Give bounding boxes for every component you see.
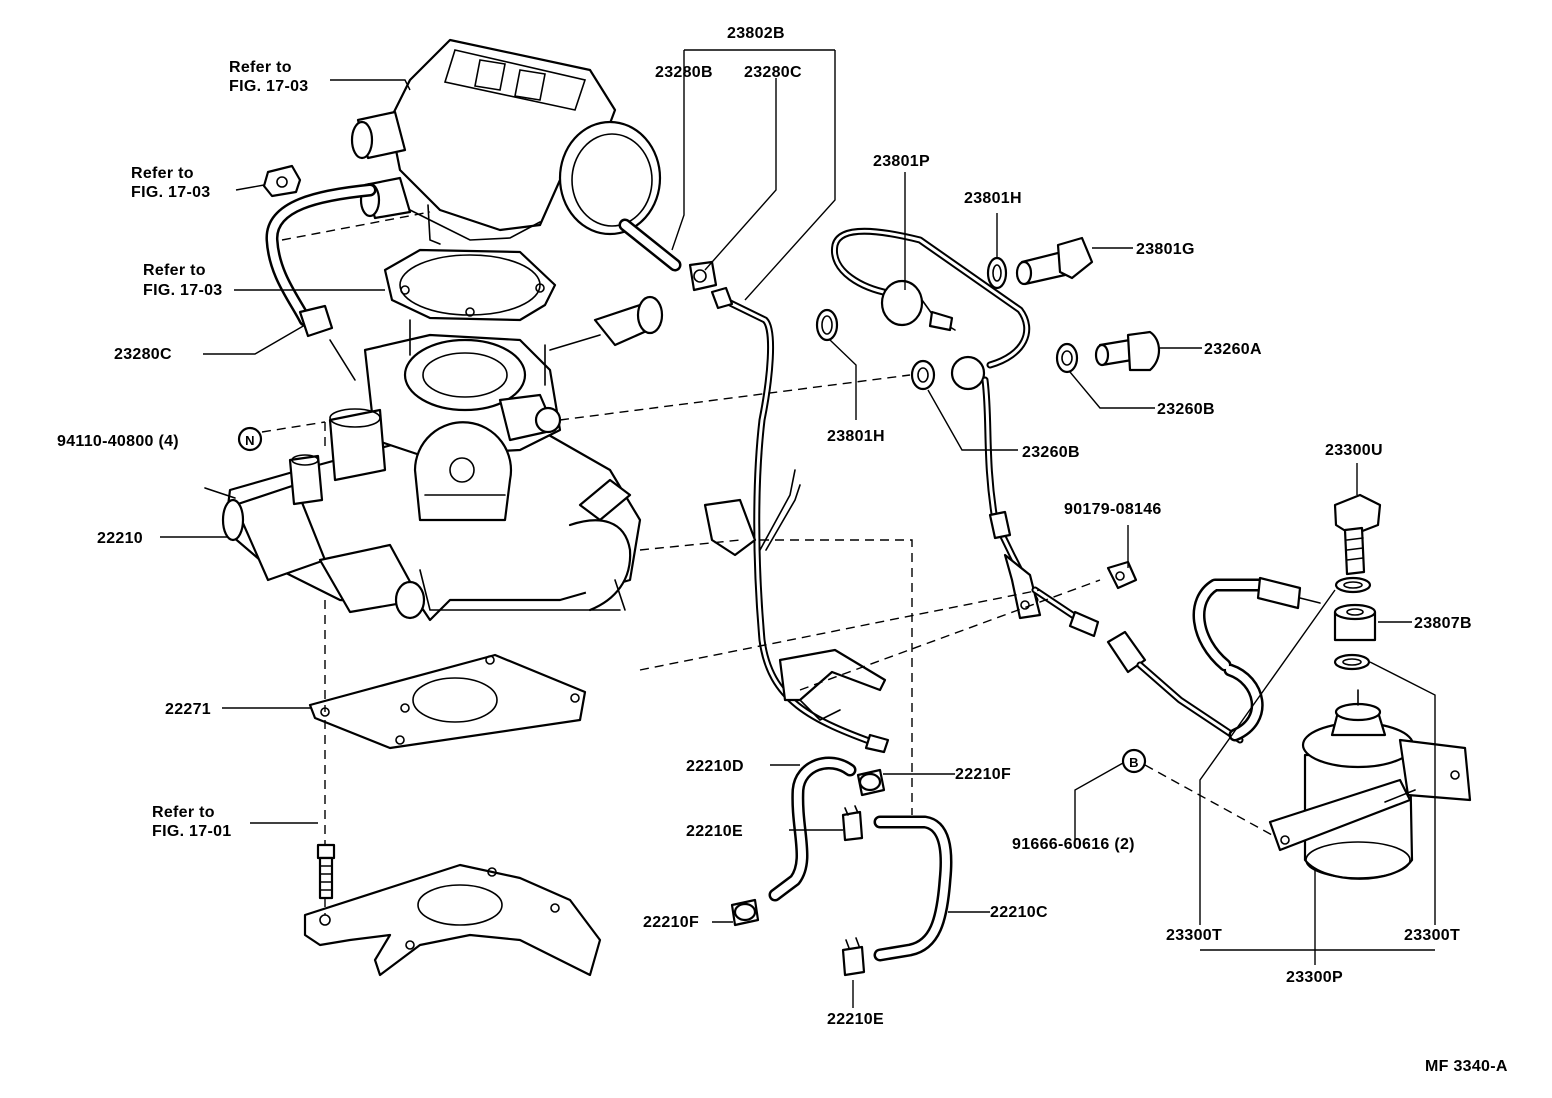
leader-lines xyxy=(160,49,1436,1008)
label-refer-top-2: FIG. 17-03 xyxy=(229,78,308,95)
fuel-flex-hose xyxy=(1106,576,1321,744)
clip-90179-08146 xyxy=(1106,560,1138,590)
label-refer-top-1: Refer to xyxy=(229,59,292,76)
fitting-23807B xyxy=(1333,603,1377,642)
hose-23280B xyxy=(618,218,718,292)
clip-22210E-top xyxy=(841,805,864,842)
intake-gasket xyxy=(383,248,557,322)
hose-22210D xyxy=(768,756,857,902)
union-bolt-23801G xyxy=(1015,236,1094,286)
label-22271: 22271 xyxy=(165,701,211,718)
label-23260B-right: 23260B xyxy=(1157,401,1215,418)
label-23300T-left: 23300T xyxy=(1166,927,1222,944)
label-22210: 22210 xyxy=(97,530,143,547)
label-22210C: 22210C xyxy=(990,904,1048,921)
washer-23801H-top xyxy=(986,256,1008,290)
part-labels: Refer to FIG. 17-03 Refer to FIG. 17-03 … xyxy=(57,25,1508,1075)
air-intake-connector xyxy=(350,38,662,245)
throttle-body-22210 xyxy=(204,295,664,622)
symbol-B-bolt: B xyxy=(1121,748,1147,774)
union-bolt-23300U xyxy=(1333,493,1382,576)
label-22210F-left: 22210F xyxy=(643,914,699,931)
clamp-22210F-right xyxy=(856,768,886,797)
label-23280C-top: 23280C xyxy=(744,64,802,81)
label-refer-gasket-2: FIG. 17-03 xyxy=(143,282,222,299)
label-refer-mid-1: Refer to xyxy=(131,165,194,182)
label-23801H-top: 23801H xyxy=(964,190,1022,207)
label-23801H-mid: 23801H xyxy=(827,428,885,445)
hose-23280C-left xyxy=(265,183,377,338)
label-22210F-right: 22210F xyxy=(955,766,1011,783)
label-23300T-right: 23300T xyxy=(1404,927,1460,944)
label-23807B: 23807B xyxy=(1414,615,1472,632)
label-23280C-left: 23280C xyxy=(114,346,172,363)
clip-22210E-bottom xyxy=(841,937,866,977)
washer-23801H-left xyxy=(815,308,839,342)
label-23300P: 23300P xyxy=(1286,969,1343,986)
base-gasket-22271 xyxy=(308,653,587,750)
alignment-lines xyxy=(261,211,1273,915)
label-refer-stud-1: Refer to xyxy=(152,804,215,821)
union-bolt-23260A xyxy=(1094,330,1161,372)
svg-text:N: N xyxy=(245,433,255,448)
fuel-filter-23300P xyxy=(1268,689,1472,880)
gasket-23300T-lower xyxy=(1333,653,1371,671)
gasket-23300T-upper xyxy=(1334,576,1372,594)
washer-23260B-right xyxy=(1055,342,1079,374)
washer-23260B-mid xyxy=(910,359,936,391)
label-23260A: 23260A xyxy=(1204,341,1262,358)
label-refer-gasket-1: Refer to xyxy=(143,262,206,279)
label-refer-stud-2: FIG. 17-01 xyxy=(152,823,231,840)
intake-manifold-flange xyxy=(303,863,602,977)
hose-22210C xyxy=(873,815,953,962)
label-23300U: 23300U xyxy=(1325,442,1383,459)
label-22210E-bottom: 22210E xyxy=(827,1011,884,1028)
label-23801G: 23801G xyxy=(1136,241,1195,258)
label-94110: 94110-40800 (4) xyxy=(57,433,179,450)
label-22210E-top: 22210E xyxy=(686,823,743,840)
label-90179: 90179-08146 xyxy=(1064,501,1162,518)
stud-bolt xyxy=(316,843,336,900)
label-22210D: 22210D xyxy=(686,758,744,775)
fuel-line-23801P xyxy=(830,227,1100,638)
label-91666: 91666-60616 (2) xyxy=(1012,836,1135,853)
label-23280B: 23280B xyxy=(655,64,713,81)
label-23801P: 23801P xyxy=(873,153,930,170)
label-23802B: 23802B xyxy=(727,25,785,42)
svg-text:B: B xyxy=(1129,755,1139,770)
label-23260B-mid: 23260B xyxy=(1022,444,1080,461)
label-refer-mid-2: FIG. 17-03 xyxy=(131,184,210,201)
diagram-code: MF 3340-A xyxy=(1425,1058,1508,1075)
fuel-pipe-bracket-23802B xyxy=(703,286,890,754)
symbol-N-bolt: N xyxy=(237,426,263,452)
clamp-22210F-left xyxy=(730,898,760,927)
hose-fitting-nut xyxy=(262,164,302,198)
